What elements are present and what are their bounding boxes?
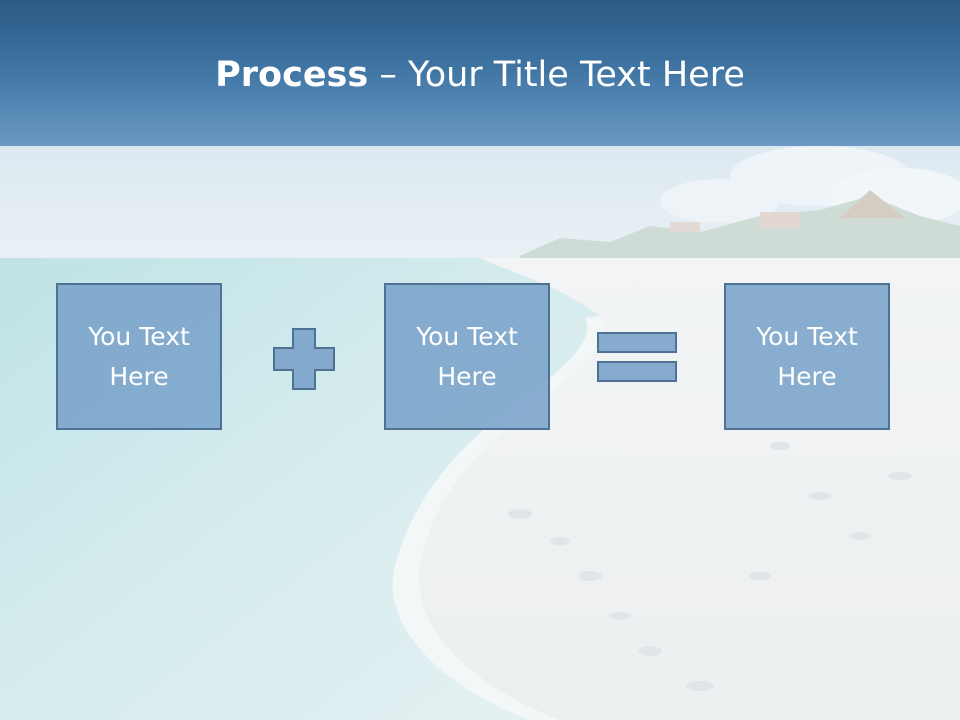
slide-title: Process – Your Title Text Here xyxy=(0,52,960,98)
process-box-3[interactable]: You Text Here xyxy=(724,283,890,430)
title-bar: Process – Your Title Text Here xyxy=(0,0,960,146)
slide-title-bold: Process xyxy=(215,55,369,95)
process-box-2[interactable]: You Text Here xyxy=(384,283,550,430)
slide-title-rest: – Your Title Text Here xyxy=(368,55,745,95)
process-box-1-line2: Here xyxy=(109,361,169,391)
process-box-2-line2: Here xyxy=(437,361,497,391)
process-box-1[interactable]: You Text Here xyxy=(56,283,222,430)
equals-icon xyxy=(597,332,677,382)
process-box-3-line1: You Text xyxy=(756,321,858,351)
process-box-2-line1: You Text xyxy=(416,321,518,351)
process-box-3-line2: Here xyxy=(777,361,837,391)
beach-background-image xyxy=(0,146,960,720)
plus-icon xyxy=(273,328,335,390)
process-box-1-line1: You Text xyxy=(88,321,190,351)
